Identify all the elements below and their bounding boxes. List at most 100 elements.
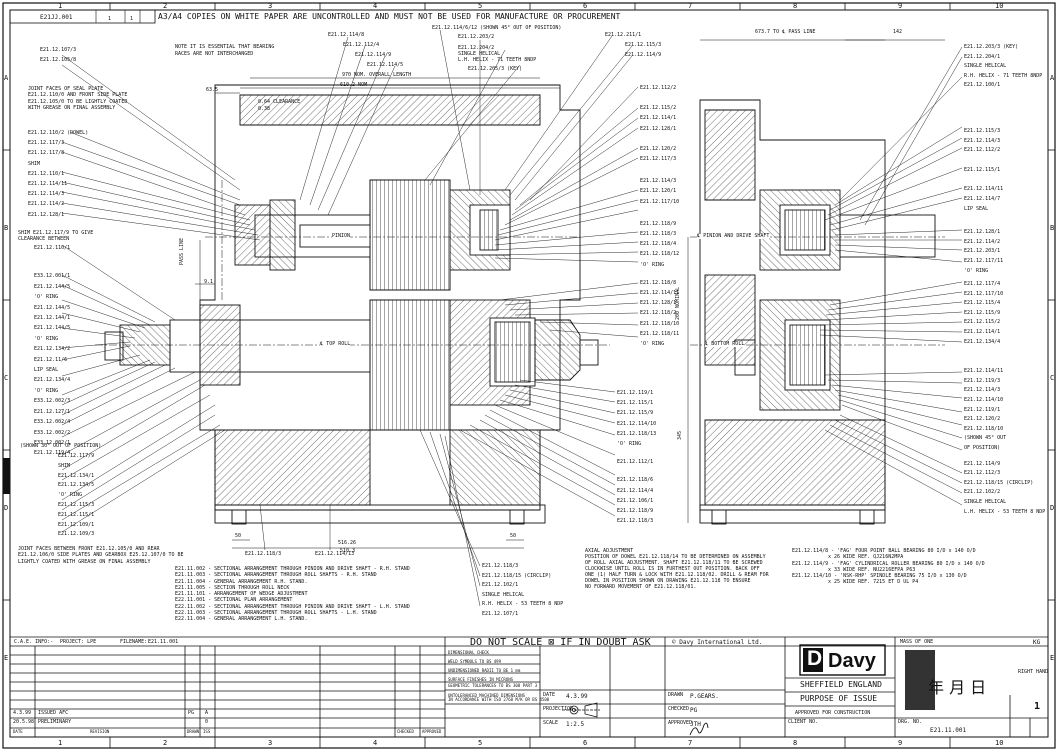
projection-label: PROJECTION: [543, 706, 574, 712]
zone-col: 6: [583, 739, 588, 747]
approved-value: JTH: [690, 721, 701, 728]
callout: E21.12.204/1: [964, 53, 1001, 60]
axial-line: DOWEL IN POSITION SHOWN ON DRAWING E21.1…: [585, 578, 751, 584]
joint-faces-note: JOINT FACES OF SEAL PLATE E21.12.110/0 A…: [28, 86, 128, 111]
drawing-no: E21.11.001: [930, 727, 967, 734]
dim: 0.38: [258, 106, 271, 112]
bearing-line: x 25 WIDE REF. 7215 ET D UL P4: [828, 579, 919, 586]
callout: E21.12.203/3 (KEY): [964, 44, 1019, 50]
callouts-center-lower: E21.12.119/1 E21.12.115/1 E21.12.115/9 E…: [617, 388, 656, 526]
callout: E21.12.128/1: [28, 211, 65, 218]
zone-row: D: [4, 504, 9, 512]
axial-line: NO FORWARD MOVEMENT OF E21.12.118/01.: [585, 584, 697, 590]
bearing-line: x 26 WIDE REF. QJ216N2MPA: [828, 554, 904, 561]
callout: E21.12.102/1: [482, 582, 519, 589]
purpose: APPROVED FOR CONSTRUCTION: [795, 710, 871, 716]
callout: E21.12.114/4: [617, 487, 654, 494]
callout: E21.12.115/1: [617, 400, 654, 407]
callout: E21.12.114/11: [964, 186, 1004, 193]
callout: E21.12.11/6: [34, 356, 68, 363]
callout: E21.12.110/1: [28, 170, 65, 177]
callout: E21.12.114/3: [964, 387, 1001, 394]
dim: 516.26: [338, 540, 357, 546]
callout: E21.12.203/2: [458, 34, 495, 40]
callout: E21.12.134/5: [58, 482, 95, 489]
callout: E21.12.115/3: [964, 127, 1001, 134]
callout: E21.12.118/2: [640, 310, 677, 317]
callout: E21.12.114/1: [640, 115, 677, 122]
project: PROJECT: LPE: [60, 639, 97, 645]
callout: E21.12.114/10: [617, 420, 657, 427]
revision-header: ISS: [203, 729, 211, 734]
callout: E21.12.203/1: [964, 248, 1001, 255]
callout: E21.12.128/1: [640, 300, 677, 307]
callout: 'O' RING: [640, 261, 665, 268]
reference-line: E21.11.002 - SECTIONAL ARRANGEMENT THROU…: [175, 566, 410, 572]
callout: E21.12.112/2: [640, 85, 677, 91]
callout: E21.12.117/8: [28, 150, 65, 157]
callout: SHIM: [58, 462, 71, 469]
callout: E21.12.107/1: [482, 610, 519, 617]
callouts-left-top: E21.12.107/3 E21.12.105/8: [40, 45, 76, 65]
callout: E21.12.120/2: [640, 145, 677, 152]
callout: 'O' RING: [34, 387, 59, 394]
tolerance-row: SURFACE FINISHES IN MICRONS: [448, 677, 514, 682]
callout: E21.12.100/1: [964, 82, 1001, 89]
callout: E21.12.120/2: [964, 416, 1001, 423]
bearing-note: NOTE IT IS ESSENTIAL THAT BEARING RACES …: [175, 44, 275, 57]
callout: E21.12.114/3: [28, 191, 65, 198]
callout: E21.12.114/2: [964, 238, 1001, 245]
callout: E21.12.115/3: [58, 501, 95, 508]
tolerance-row: UNTOLERANCED MACHINED DIMENSIONS: [448, 692, 526, 698]
pass-line-label: PASS LINE: [179, 237, 185, 265]
callout: E21.12.114/8: [328, 32, 365, 38]
dim: 142: [893, 29, 903, 35]
callout: E21.12.118/8: [640, 279, 677, 286]
dim: 63.5: [206, 87, 219, 93]
zone-row: E: [4, 654, 9, 662]
reference-line: E22.11.001 - SECTIONAL PLAN ARRANGEMENT: [175, 597, 293, 604]
callout: E21.12.114/2: [28, 201, 65, 208]
header-sheet-cell: 1: [108, 16, 112, 22]
callout: E21.12.118/3: [245, 551, 282, 557]
callout: E21.12.118/10: [640, 320, 680, 327]
tolerance-row: DIMENSIONAL CHECK: [448, 650, 489, 655]
callout: E33.12.002/2: [34, 429, 71, 436]
pass-line-right-label: 673.7 TO ℄ PASS LINE: [755, 29, 816, 35]
callouts-left-mid: E21.12.110/2 (DOWEL) E21.12.117/3 E21.12…: [28, 128, 88, 220]
dim: 345: [677, 430, 683, 440]
zone-row: C: [4, 374, 9, 382]
revision-header: DRAWN: [187, 729, 200, 734]
callout: SHIM: [28, 160, 41, 167]
purpose-heading: PURPOSE OF ISSUE: [800, 694, 878, 703]
callout: E21.12.114/7: [964, 195, 1001, 202]
callout: E21.12.114/9: [964, 460, 1001, 467]
zone-col: 7: [688, 739, 693, 747]
bearing-line: E21.12.114/8 - 'FAG' FOUR POINT BALL BEA…: [792, 548, 976, 554]
zone-col: 4: [373, 739, 378, 747]
callout: E21.12.118/15 (CIRCLIP): [964, 479, 1034, 486]
zone-col: 8: [793, 2, 798, 10]
callout: 'O' RING: [964, 267, 989, 274]
callout: E21.12.119/3: [964, 377, 1001, 384]
callout: E21.12.127/1: [34, 408, 71, 415]
revision-description: PRELIMINARY: [38, 719, 72, 725]
callout: E21.12.115/1: [964, 166, 1001, 173]
callout: OF POSITION): [964, 445, 1001, 451]
reference-line: E22.11.002 - SECTIONAL ARRANGEMENT THROU…: [175, 603, 410, 610]
callout: SINGLE HELICAL: [482, 591, 525, 598]
callout: E21.12.118/11: [640, 330, 680, 337]
callout: E21.12.119/1: [617, 390, 654, 396]
issue-number: 1: [1034, 701, 1041, 712]
callout: E21.12.118/9: [640, 220, 677, 227]
header-notice: A3/A4 COPIES ON WHITE PAPER ARE UNCONTRO…: [158, 12, 621, 21]
callout: E21.12.106/1: [617, 497, 654, 504]
zone-col: 8: [793, 739, 798, 747]
callout: E21.12.120/1: [640, 188, 677, 195]
callouts-center-upper: E21.12.112/2 E21.12.115/2 E21.12.114/1 E…: [640, 83, 679, 349]
revision-date: 20.5.98: [13, 719, 35, 725]
callouts-bottom-stack: E21.12.118/3 E21.12.118/15 (CIRCLIP) E21…: [482, 562, 563, 620]
reference-line: E21.11.004 - GENERAL ARRANGEMENT R.H. ST…: [175, 578, 308, 585]
callouts-left-lower: E21.12.110/1 E33.12.001/1 E21.12.144/5 '…: [34, 243, 70, 459]
callout: E21.12.110/1: [34, 245, 71, 251]
